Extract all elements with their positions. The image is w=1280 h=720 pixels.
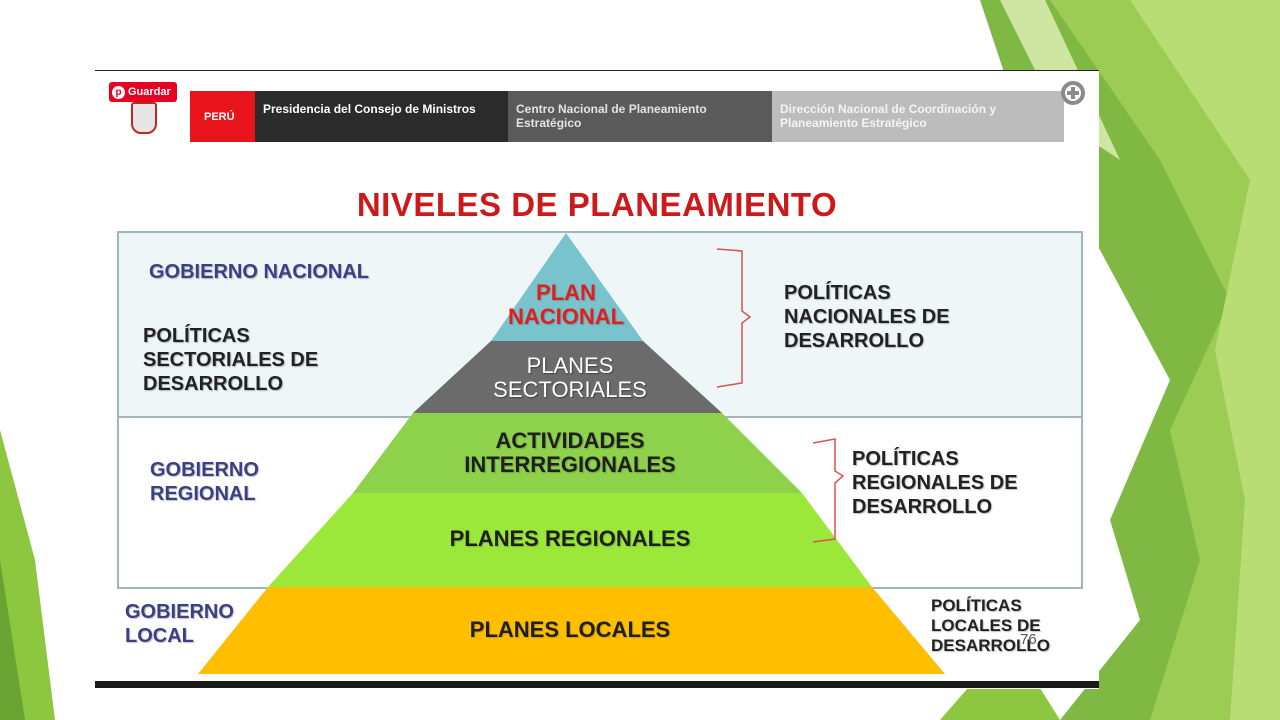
label-gobierno-regional: GOBIERNO REGIONAL bbox=[150, 459, 259, 505]
pinterest-save-button[interactable]: p Guardar bbox=[109, 82, 177, 102]
level-actividades-interregionales: ACTIVIDADES INTERREGIONALES bbox=[464, 428, 676, 477]
pyramid-actividades-interregionales bbox=[353, 413, 802, 493]
label-gobierno-nacional: GOBIERNO NACIONAL bbox=[149, 261, 369, 283]
level-planes-sectoriales: PLANES SECTORIALES bbox=[493, 353, 647, 402]
bracket-regional bbox=[812, 438, 845, 543]
page-number: 76 bbox=[1020, 631, 1037, 648]
header-direccion: Dirección Nacional de Coordinación y Pla… bbox=[772, 91, 1064, 142]
pyramid-planes-regionales bbox=[268, 493, 872, 587]
pyramid-apex-plan-nacional bbox=[491, 233, 643, 341]
label-politicas-nacionales: POLÍTICAS NACIONALES DE DESARROLLO bbox=[784, 282, 950, 352]
slide-image: p Guardar PERÚ Presidencia del Consejo d… bbox=[95, 70, 1099, 689]
pin-label: Guardar bbox=[128, 86, 171, 98]
slide-bottom-border bbox=[95, 681, 1099, 688]
label-politicas-sectoriales: POLÍTICAS SECTORIALES DE DESARROLLO bbox=[143, 325, 319, 395]
pinterest-icon: p bbox=[112, 85, 125, 99]
planning-pyramid bbox=[198, 233, 945, 674]
label-politicas-regionales: POLÍTICAS REGIONALES DE DESARROLLO bbox=[852, 448, 1018, 518]
header-ceplan: Centro Nacional de Planeamiento Estratég… bbox=[508, 91, 772, 142]
page-title: NIVELES DE PLANEAMIENTO bbox=[356, 186, 838, 223]
bracket-nacional bbox=[716, 248, 752, 388]
pyramid-planes-locales bbox=[198, 587, 945, 674]
header-peru: PERÚ bbox=[190, 91, 255, 142]
label-politicas-locales: POLÍTICAS LOCALES DE DESARROLLO bbox=[931, 596, 1050, 655]
level-planes-locales: PLANES LOCALES bbox=[469, 617, 671, 642]
pyramid-planes-sectoriales bbox=[413, 341, 722, 413]
level-plan-nacional: PLAN NACIONAL bbox=[507, 280, 625, 329]
level-planes-regionales: PLANES REGIONALES bbox=[449, 526, 691, 551]
header-pcm: Presidencia del Consejo de Ministros bbox=[255, 91, 508, 142]
label-gobierno-local: GOBIERNO LOCAL bbox=[125, 601, 234, 647]
peru-coat-of-arms-icon bbox=[131, 102, 157, 134]
expand-icon[interactable] bbox=[1059, 79, 1087, 107]
